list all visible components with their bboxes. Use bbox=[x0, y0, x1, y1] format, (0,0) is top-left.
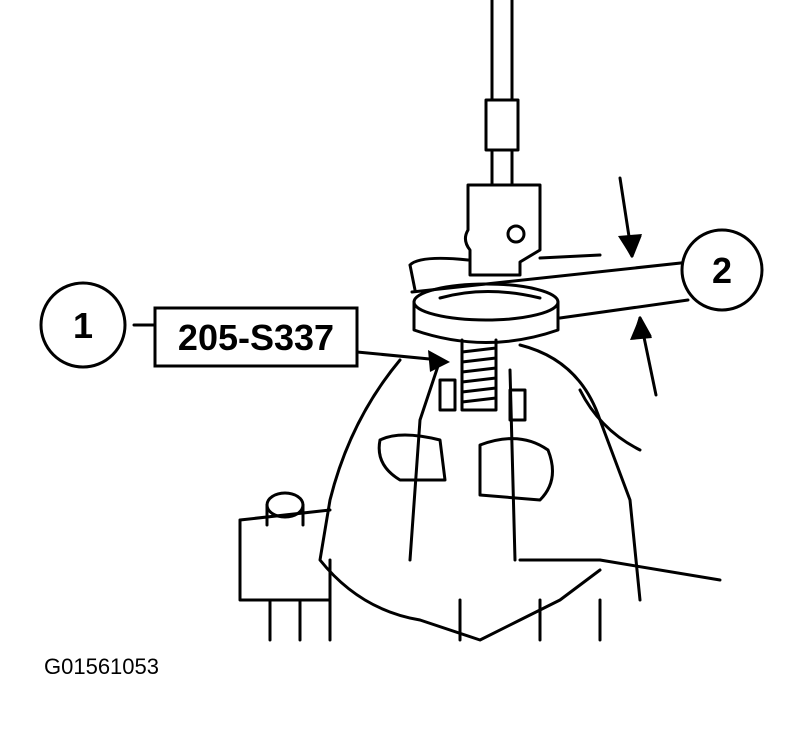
callout-circle-2 bbox=[680, 228, 764, 312]
leader-arrow-1 bbox=[355, 350, 442, 362]
tool-rod bbox=[484, 0, 520, 187]
callout-number-1: 1 bbox=[73, 305, 93, 346]
figure-id: G01561053 bbox=[44, 654, 159, 679]
bolt bbox=[460, 338, 498, 412]
arrowhead-2b bbox=[630, 316, 652, 340]
arrowhead-2a bbox=[618, 234, 642, 258]
part-number-box bbox=[153, 306, 359, 368]
washer bbox=[412, 282, 560, 344]
arrowhead-1 bbox=[428, 350, 450, 372]
linkage-housing bbox=[238, 343, 722, 642]
tool-adapter bbox=[408, 183, 602, 292]
callout-circle-1 bbox=[39, 281, 127, 369]
callout-number-2: 2 bbox=[712, 250, 732, 291]
dimension-indicator bbox=[410, 176, 692, 397]
part-number-label: 205-S337 bbox=[178, 317, 334, 358]
